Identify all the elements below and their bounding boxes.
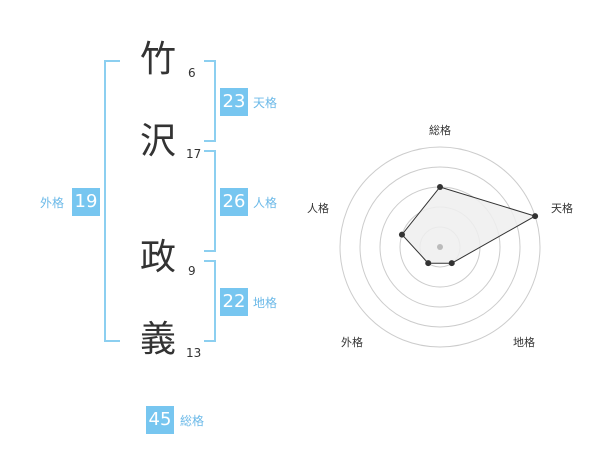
name-char-3: 政 xyxy=(140,237,177,278)
radar-point xyxy=(398,231,405,238)
chikaku-bracket xyxy=(204,260,216,342)
axis-label-gaikaku: 外格 xyxy=(341,335,363,349)
name-char-1: 竹 xyxy=(140,39,177,80)
name-char-4: 義 xyxy=(140,319,177,360)
stroke-count-4: 13 xyxy=(186,346,202,360)
chikaku-label: 地格 xyxy=(253,296,278,310)
soukaku-score: 45 xyxy=(146,406,174,434)
radar-point xyxy=(437,184,443,190)
radar-center xyxy=(437,244,443,250)
chikaku-score: 22 xyxy=(220,288,248,316)
gaikaku-score: 19 xyxy=(72,188,100,216)
soukaku-label: 総格 xyxy=(180,414,205,428)
tenkaku-label: 天格 xyxy=(253,96,278,110)
radar-area xyxy=(401,186,537,264)
stroke-count-1: 6 xyxy=(188,66,196,80)
fortune-radar-chart: 総格 天格 地格 外格 人格 xyxy=(307,123,573,349)
jinkaku-bracket xyxy=(204,150,216,252)
radar-ring xyxy=(359,166,521,328)
radar-point xyxy=(448,260,455,267)
axis-label-jinkaku: 人格 xyxy=(307,201,329,215)
radar-point xyxy=(425,260,432,267)
gaikaku-label: 外格 xyxy=(40,196,65,210)
jinkaku-label: 人格 xyxy=(253,196,278,210)
radar-ring xyxy=(339,146,541,348)
axis-label-chikaku: 地格 xyxy=(513,335,535,349)
jinkaku-score: 26 xyxy=(220,188,248,216)
tenkaku-score: 23 xyxy=(220,88,248,116)
stroke-count-2: 17 xyxy=(186,147,202,161)
tenkaku-bracket xyxy=(204,60,216,142)
axis-label-tenkaku: 天格 xyxy=(551,201,573,215)
name-char-2: 沢 xyxy=(140,121,177,162)
gaikaku-bracket xyxy=(104,60,120,342)
radar-point xyxy=(532,213,539,220)
axis-label-soukaku: 総格 xyxy=(429,123,451,137)
stroke-count-3: 9 xyxy=(188,264,196,278)
